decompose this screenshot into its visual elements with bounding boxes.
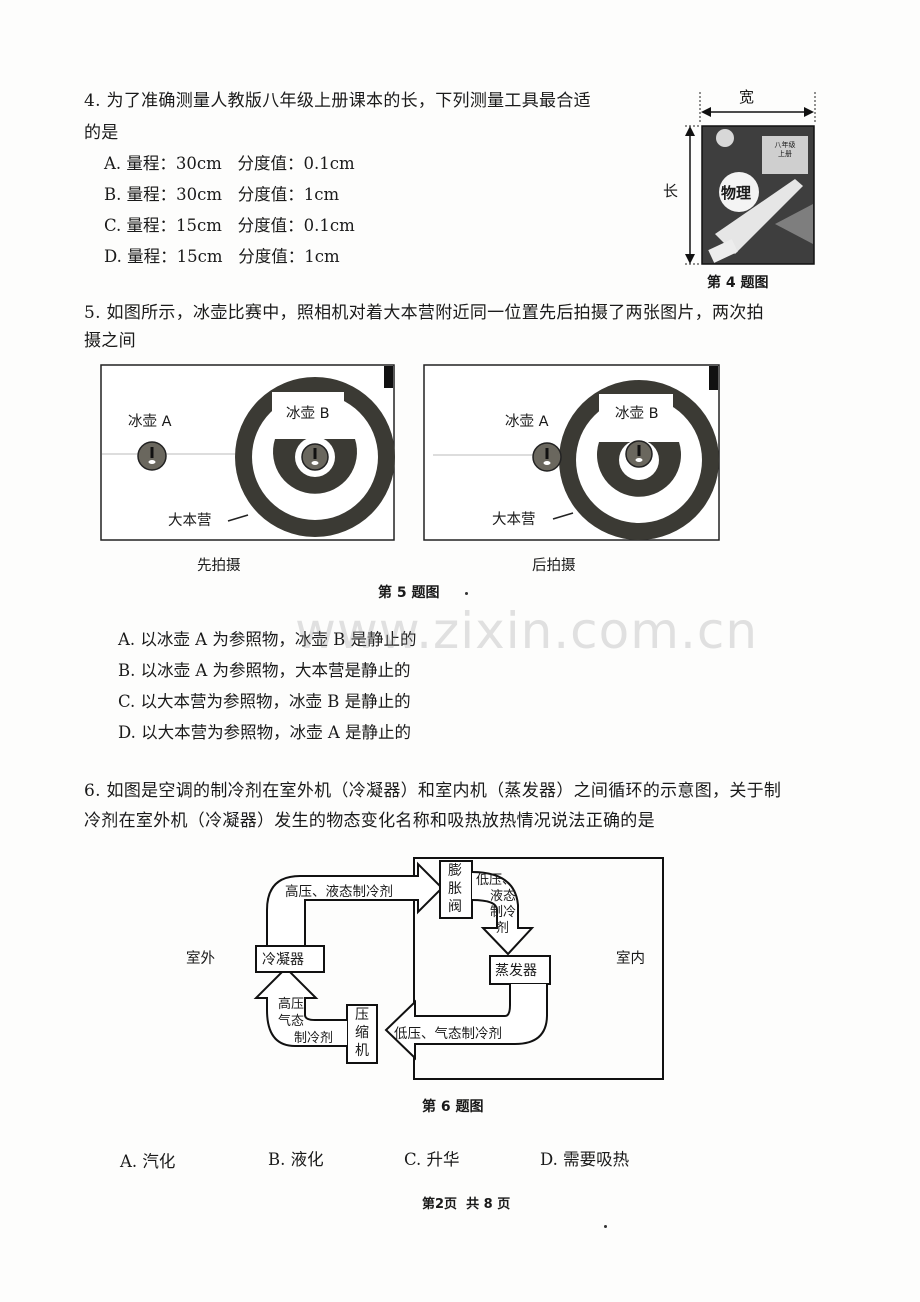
stone-a-label: 冰壶 A — [505, 414, 549, 430]
q4-option-b[interactable]: B. 量程：30cm 分度值：1cm — [104, 179, 355, 210]
figure-5-caption: 第 5 题图 — [378, 585, 440, 601]
curling-photo-before: 冰壶 A 冰壶 B 大本营 — [100, 364, 395, 542]
stray-dot — [604, 1225, 607, 1228]
option-label: A. — [118, 630, 136, 649]
expansion-valve-char: 胀 — [448, 881, 462, 897]
right-flow-line: 制冷 — [490, 905, 517, 920]
option-label: A. — [120, 1152, 138, 1171]
width-label: 宽 — [739, 88, 755, 106]
stone-a-label: 冰壶 A — [128, 414, 172, 430]
figure-6-caption: 第 6 题图 — [422, 1099, 484, 1115]
right-flow-line: 液态 — [490, 889, 517, 904]
house-label: 大本营 — [492, 512, 536, 528]
option-text: 液化 — [290, 1150, 324, 1169]
option-label: B. — [118, 661, 136, 680]
expansion-valve-char: 阀 — [448, 899, 462, 915]
q4-options: A. 量程：30cm 分度值：0.1cm B. 量程：30cm 分度值：1cm … — [104, 148, 355, 272]
evaporator-label: 蒸发器 — [495, 963, 537, 979]
compressor-char: 压 — [355, 1007, 369, 1023]
compressor-label: 压 缩 机 — [355, 1006, 369, 1060]
q5-option-d[interactable]: D. 以大本营为参照物，冰壶 A 是静止的 — [118, 717, 416, 748]
right-flow-line: 低压、 — [476, 873, 516, 888]
option-text: 以大本营为参照物，冰壶 A 是静止的 — [141, 723, 412, 742]
curling-photo-after: 冰壶 A 冰壶 B 大本营 — [423, 364, 720, 542]
option-text: 升华 — [426, 1150, 460, 1169]
option-label: C. — [404, 1150, 422, 1169]
q4-option-c[interactable]: C. 量程：15cm 分度值：0.1cm — [104, 210, 355, 241]
curling-diagram-before — [100, 364, 395, 541]
q5-option-c[interactable]: C. 以大本营为参照物，冰壶 B 是静止的 — [118, 686, 416, 717]
q4-option-a[interactable]: A. 量程：30cm 分度值：0.1cm — [104, 148, 355, 179]
page-footer: 第2页 共 8 页 — [422, 1197, 511, 1212]
q6-option-d[interactable]: D. 需要吸热 — [540, 1144, 629, 1175]
book-volume-text: 上册 — [778, 150, 792, 158]
house-label: 大本营 — [168, 513, 212, 529]
right-flow-line: 剂 — [496, 921, 510, 936]
q6-stem-line2: 冷剂在室外机（冷凝器）发生的物态变化名称和吸热放热情况说法正确的是 — [84, 811, 655, 831]
q5-options: A. 以冰壶 A 为参照物，冰壶 B 是静止的 B. 以冰壶 A 为参照物，大本… — [118, 624, 416, 748]
option-text: 需要吸热 — [563, 1150, 630, 1169]
left-flow-line: 气态 — [278, 1014, 305, 1029]
q4-stem-line2: 的是 — [84, 123, 119, 143]
refrigerant-cycle-diagram: 室外 室内 冷凝器 蒸发器 膨 胀 阀 压 缩 机 高压、液态制冷剂 低压、 液… — [170, 850, 670, 1085]
textbook-diagram — [685, 92, 816, 265]
q5-option-b[interactable]: B. 以冰壶 A 为参照物，大本营是静止的 — [118, 655, 416, 686]
option-label: C. — [104, 216, 122, 235]
option-text: 量程：30cm 分度值：1cm — [126, 185, 340, 204]
book-grade-text: 八年级 — [774, 141, 796, 149]
option-text: 以冰壶 A 为参照物，大本营是静止的 — [140, 661, 411, 680]
q6-stem-line1: 6. 如图是空调的制冷剂在室外机（冷凝器）和室内机（蒸发器）之间循环的示意图，关… — [84, 781, 782, 801]
book-grade: 八年级 上册 — [768, 141, 802, 159]
left-flow-line: 制冷剂 — [294, 1031, 334, 1046]
option-text: 量程：30cm 分度值：0.1cm — [126, 154, 355, 173]
q5-stem-line1: 5. 如图所示，冰壶比赛中，照相机对着大本营附近同一位置先后拍摄了两张图片，两次… — [84, 303, 764, 323]
stone-b-label: 冰壶 B — [286, 406, 330, 422]
q6-option-b[interactable]: B. 液化 — [268, 1144, 324, 1175]
compressor-char: 机 — [355, 1043, 369, 1059]
right-flow-label: 低压、 液态 制冷 剂 — [476, 873, 516, 937]
option-label: B. — [268, 1150, 286, 1169]
curling-diagram-after — [423, 364, 720, 541]
q5-stem-line2: 摄之间 — [84, 331, 136, 351]
q5-option-a[interactable]: A. 以冰壶 A 为参照物，冰壶 B 是静止的 — [118, 624, 416, 655]
panel-before-caption: 先拍摄 — [197, 558, 241, 574]
option-label: D. — [104, 247, 122, 266]
left-flow-label: 高压 气态 制冷剂 — [278, 996, 333, 1047]
option-text: 量程：15cm 分度值：0.1cm — [126, 216, 355, 235]
bottom-flow-label: 低压、气态制冷剂 — [394, 1026, 502, 1042]
panel-after-caption: 后拍摄 — [532, 558, 576, 574]
indoor-label: 室内 — [616, 951, 645, 967]
option-text: 量程：15cm 分度值：1cm — [127, 247, 340, 266]
option-text: 以大本营为参照物，冰壶 B 是静止的 — [140, 692, 411, 711]
condenser-label: 冷凝器 — [262, 952, 304, 968]
option-text: 汽化 — [142, 1152, 176, 1171]
expansion-valve-char: 膨 — [448, 863, 462, 879]
stone-b-label: 冰壶 B — [615, 406, 659, 422]
q4-option-d[interactable]: D. 量程：15cm 分度值：1cm — [104, 241, 355, 272]
q4-stem-line1: 4. 为了准确测量人教版八年级上册课本的长，下列测量工具最合适 — [84, 91, 591, 111]
option-label: B. — [104, 185, 122, 204]
option-text: 以冰壶 A 为参照物，冰壶 B 是静止的 — [140, 630, 417, 649]
left-flow-line: 高压 — [278, 997, 305, 1012]
q6-option-a[interactable]: A. 汽化 — [120, 1146, 175, 1177]
compressor-char: 缩 — [355, 1025, 369, 1041]
length-label: 长 — [663, 182, 679, 200]
option-label: A. — [104, 154, 122, 173]
q4-figure: 宽 长 八年级 上册 物理 第 4 题图 — [655, 84, 835, 294]
watermark: www.zixin.com.cn — [295, 602, 759, 660]
figure-4-caption: 第 4 题图 — [707, 275, 769, 291]
outdoor-label: 室外 — [186, 951, 215, 967]
book-title: 物理 — [721, 184, 752, 202]
expansion-valve-label: 膨 胀 阀 — [448, 862, 462, 916]
stray-dot — [465, 592, 468, 595]
top-flow-label: 高压、液态制冷剂 — [285, 884, 393, 900]
q6-option-c[interactable]: C. 升华 — [404, 1144, 460, 1175]
option-label: D. — [118, 723, 136, 742]
option-label: C. — [118, 692, 136, 711]
cycle-svg — [253, 857, 664, 1080]
option-label: D. — [540, 1150, 558, 1169]
